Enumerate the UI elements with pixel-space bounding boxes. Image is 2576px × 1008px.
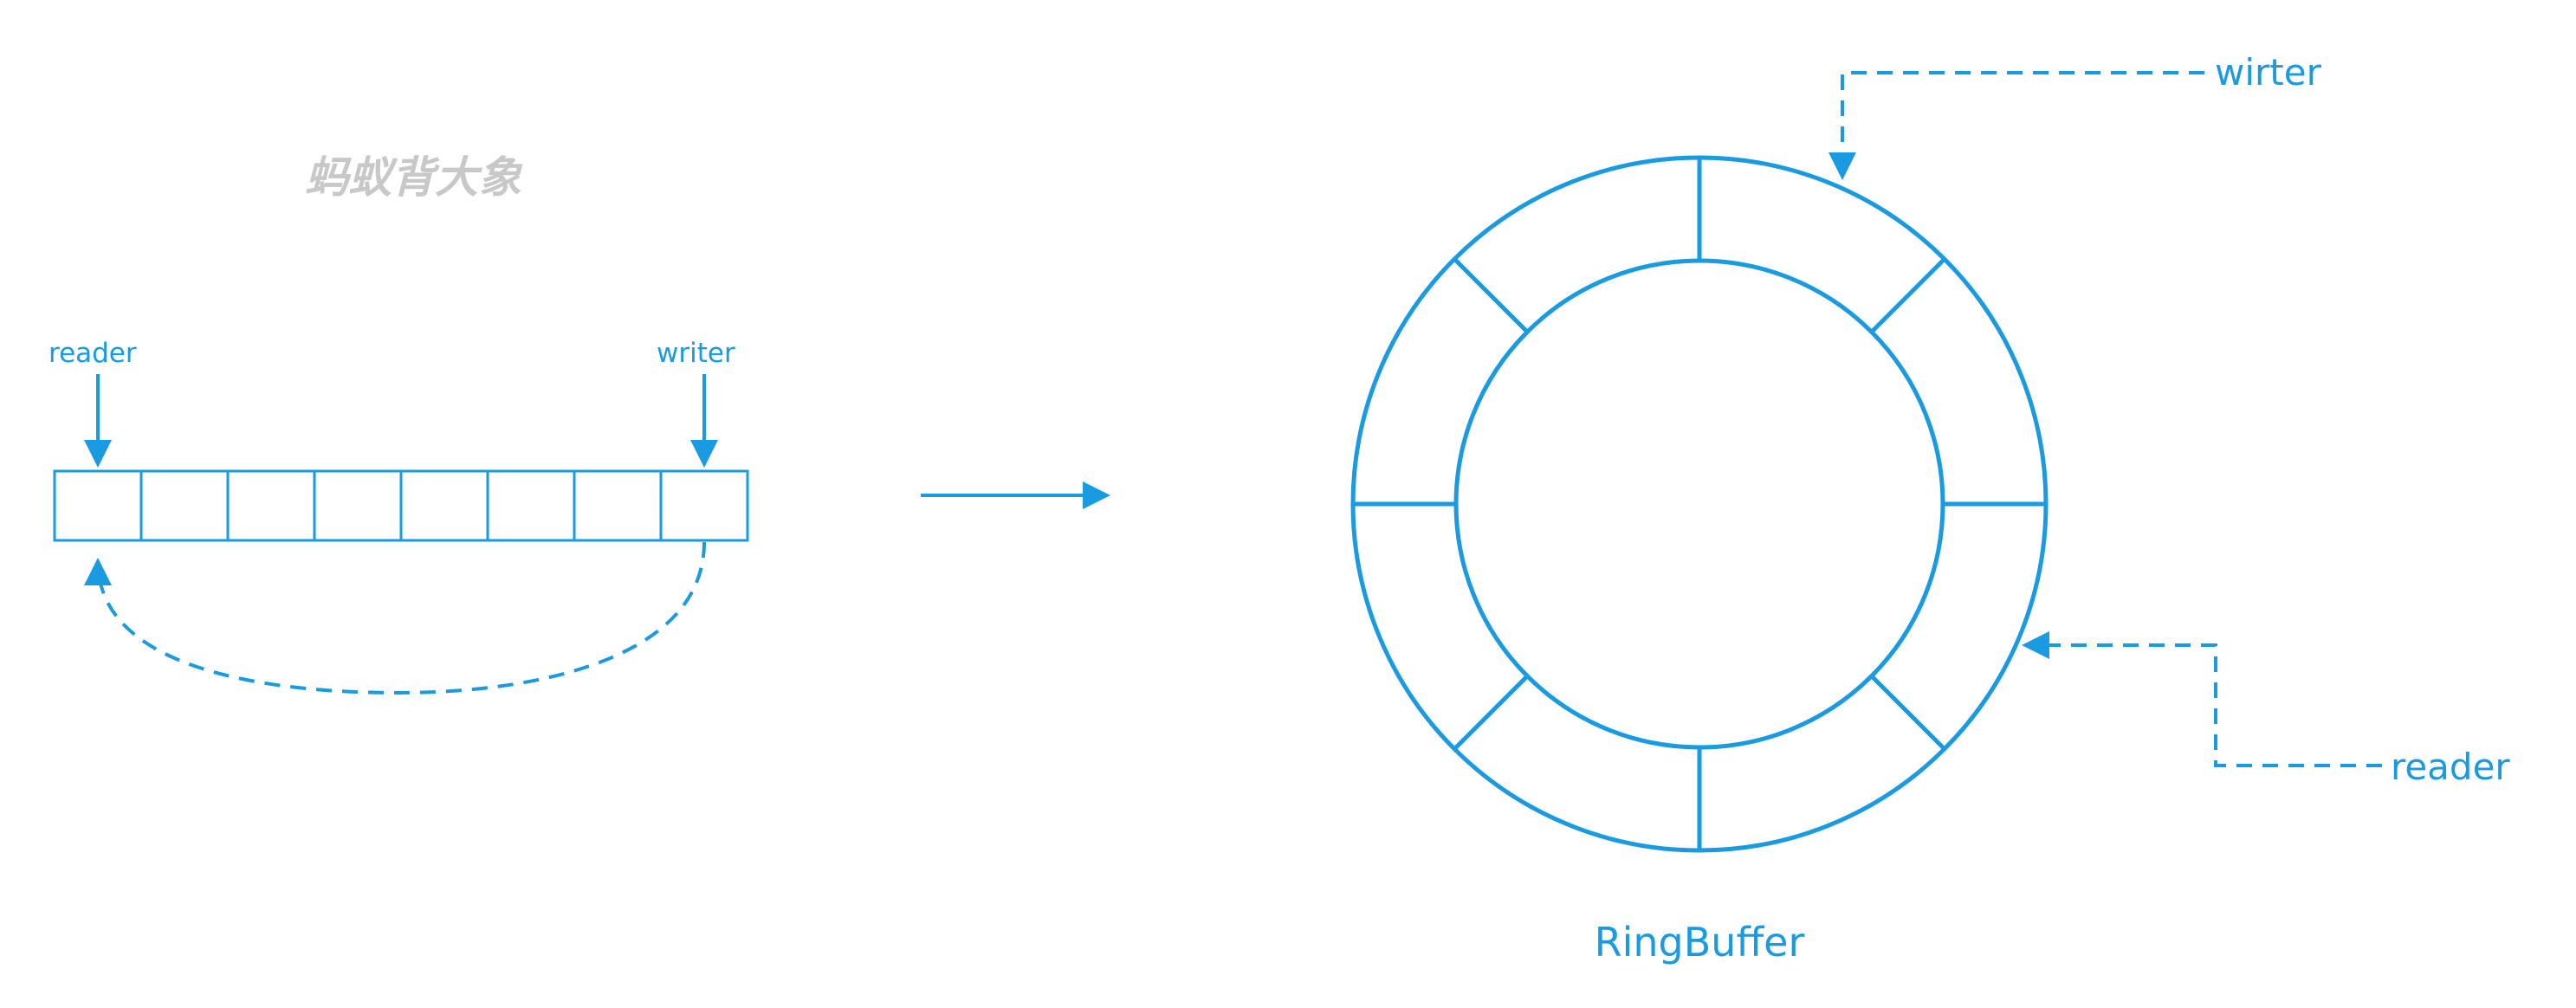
linear-buffer: reader writer [49, 338, 749, 695]
linear-slot [659, 469, 749, 542]
linear-slot [573, 469, 663, 542]
ring-divider [1869, 674, 1946, 751]
linear-slots [53, 469, 749, 542]
linear-reader-label: reader [49, 338, 137, 369]
ring-buffer: wirter reader RingBuffer [1350, 51, 2510, 966]
linear-writer-label: writer [657, 338, 735, 369]
linear-slot [226, 469, 316, 542]
ring-dividers [1353, 158, 2046, 850]
ring-writer-arrow [1828, 71, 2204, 180]
ring-divider [1453, 257, 1530, 334]
linear-slot [139, 469, 230, 542]
ring-reader-label: reader [2391, 746, 2510, 788]
watermark-text: 蚂蚁背大象 [305, 152, 523, 203]
ring-divider [1869, 257, 1946, 334]
linear-slot [53, 469, 143, 542]
ring-divider [1453, 674, 1530, 751]
ring-writer-label: wirter [2215, 51, 2322, 94]
ring-reader-arrow [2022, 631, 2382, 767]
wrap-around-arrow [84, 541, 706, 695]
ring-inner-circle [1453, 258, 1945, 750]
ring-buffer-caption: RingBuffer [1595, 919, 1805, 966]
linear-slot [486, 469, 576, 542]
linear-slot [399, 469, 489, 542]
linear-slot [313, 469, 403, 542]
